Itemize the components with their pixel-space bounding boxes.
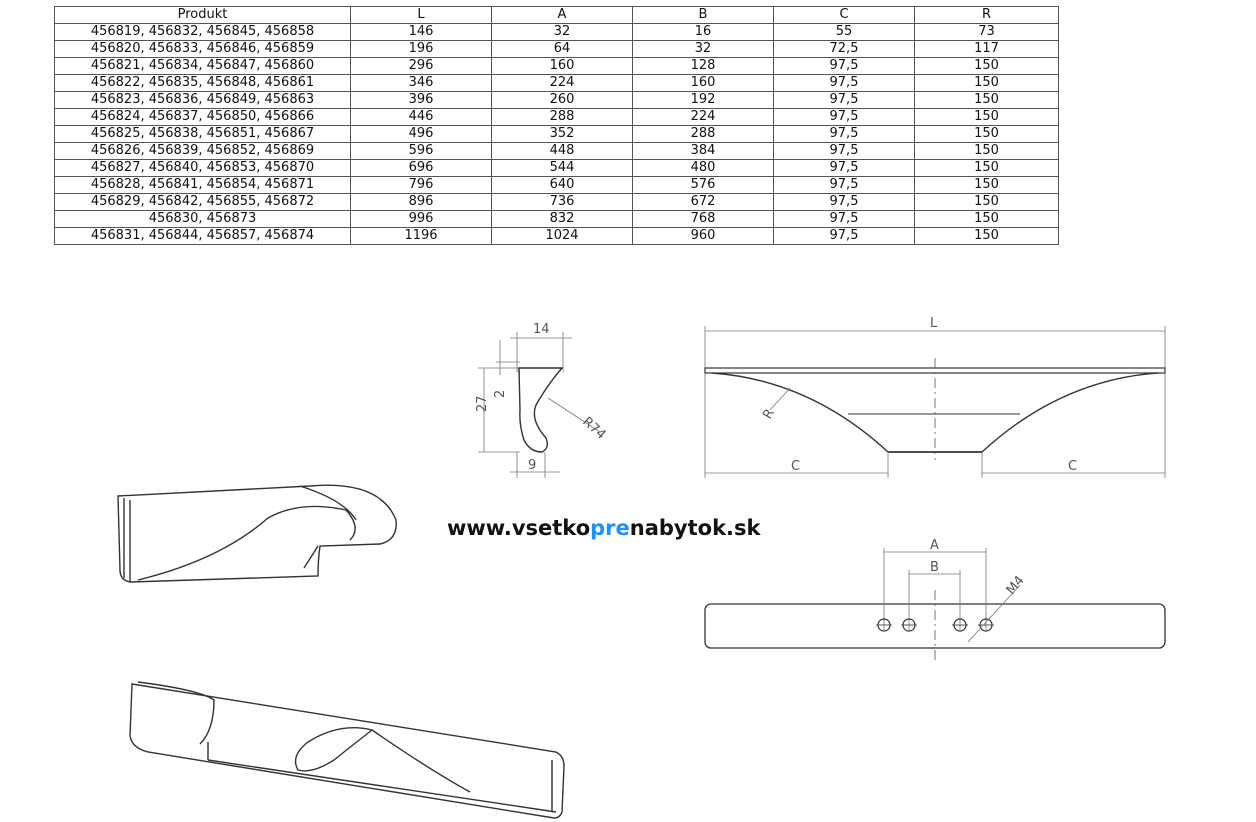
table-cell: 456820, 456833, 456846, 456859 bbox=[54, 40, 351, 58]
profile-dim-radius: R74 bbox=[579, 414, 608, 442]
front-dim-length: L bbox=[930, 316, 938, 331]
profile-dim-thickness: 2 bbox=[493, 390, 508, 398]
table-cell: 456819, 456832, 456845, 456858 bbox=[54, 23, 351, 41]
table-cell: 97,5 bbox=[773, 57, 915, 75]
table-cell: 224 bbox=[491, 74, 633, 92]
profile-dim-bottom: 9 bbox=[528, 458, 536, 473]
isometric-view-long bbox=[129, 681, 565, 819]
profile-dim-height: 27 bbox=[475, 395, 490, 412]
table-cell: 960 bbox=[632, 227, 774, 245]
table-cell: 97,5 bbox=[773, 227, 915, 245]
top-dim-b: B bbox=[930, 560, 939, 575]
table-cell: 456828, 456841, 456854, 456871 bbox=[54, 176, 351, 194]
dimensions-table: Produkt L A B C R 456819, 456832, 456845… bbox=[54, 6, 1059, 245]
front-view bbox=[704, 326, 1166, 478]
website-suffix: nabytok.sk bbox=[629, 516, 761, 540]
website-accent: pre bbox=[590, 516, 630, 540]
top-dim-thread: M4 bbox=[1004, 573, 1028, 598]
top-view bbox=[704, 548, 1166, 662]
table-cell: 150 bbox=[914, 227, 1059, 245]
table-cell: 456831, 456844, 456857, 456874 bbox=[54, 227, 351, 245]
table-cell: 456821, 456834, 456847, 456860 bbox=[54, 57, 351, 75]
table-cell: 288 bbox=[491, 108, 633, 126]
table-cell: 996 bbox=[350, 210, 492, 228]
table-header-row: Produkt L A B C R bbox=[54, 6, 1059, 24]
table-cell: 596 bbox=[350, 142, 492, 160]
table-cell: 97,5 bbox=[773, 108, 915, 126]
front-dim-left: C bbox=[791, 459, 800, 474]
table-cell: 576 bbox=[632, 176, 774, 194]
table-cell: 16 bbox=[632, 23, 774, 41]
top-dim-a: A bbox=[930, 538, 939, 553]
table-cell: 1196 bbox=[350, 227, 492, 245]
table-cell: 1024 bbox=[491, 227, 633, 245]
profile-dim-width: 14 bbox=[533, 322, 550, 337]
front-dim-right: C bbox=[1068, 459, 1077, 474]
table-cell: 456823, 456836, 456849, 456863 bbox=[54, 91, 351, 109]
table-cell: 384 bbox=[632, 142, 774, 160]
isometric-view-short bbox=[117, 484, 397, 583]
table-cell: 456829, 456842, 456855, 456872 bbox=[54, 193, 351, 211]
website-prefix: www.vsetko bbox=[447, 516, 591, 540]
website-url[interactable]: www.vsetkoprenabytok.sk bbox=[447, 516, 761, 540]
front-dim-radius: R bbox=[760, 406, 778, 421]
profile-view bbox=[478, 332, 601, 478]
table-cell: 456826, 456839, 456852, 456869 bbox=[54, 142, 351, 160]
